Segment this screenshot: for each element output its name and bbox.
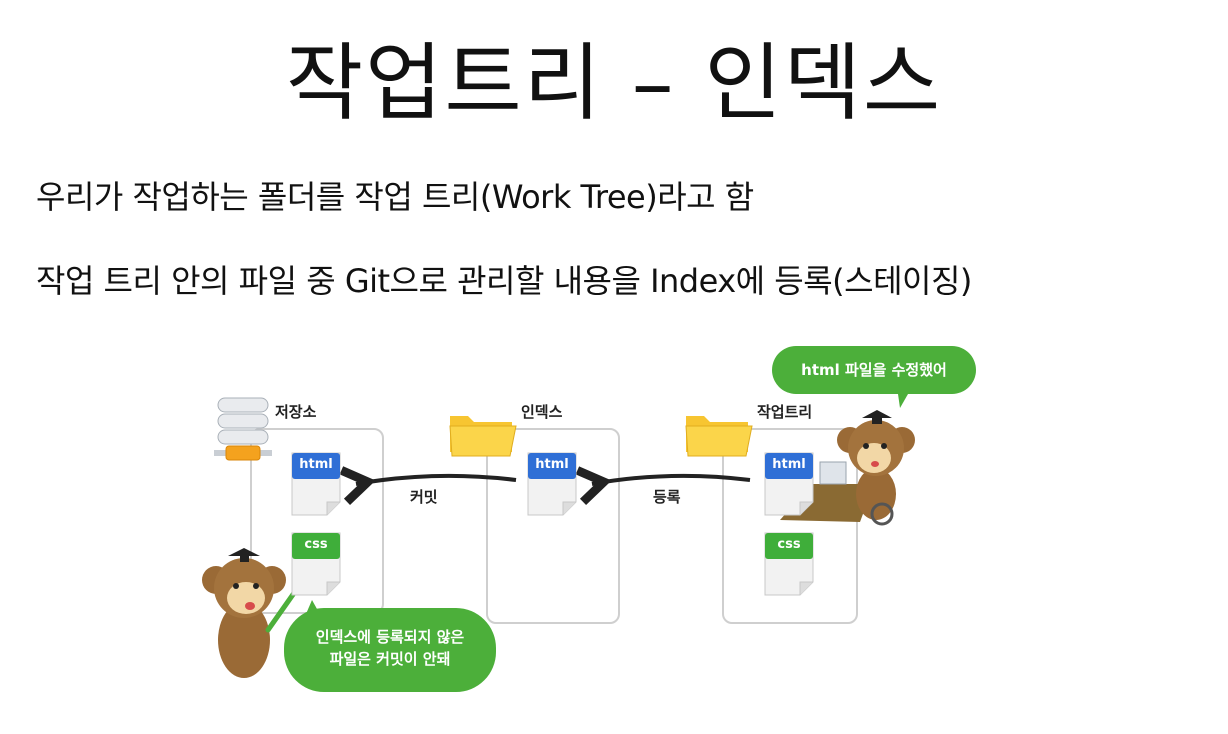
speech-bubble-top: html 파일을 수정했어	[772, 346, 976, 394]
css-file-label: css	[304, 537, 328, 552]
html-file-label: html	[772, 457, 806, 472]
commit-label: 커밋	[410, 488, 438, 506]
html-file-icon: html	[764, 452, 814, 516]
laptop-icon	[819, 461, 847, 485]
speech-bubble-bottom-line2: 파일은 커밋이 안돼	[329, 650, 451, 668]
slide-title: 작업트리 – 인덱스	[285, 34, 943, 132]
html-file-icon: html	[527, 452, 577, 516]
html-file-label: html	[299, 457, 333, 472]
html-file-label: html	[535, 457, 569, 472]
index-label: 인덱스	[521, 403, 563, 421]
commit-arrow	[339, 466, 517, 506]
desk	[780, 484, 874, 522]
monkey-top	[837, 410, 915, 526]
folder-icon	[449, 416, 517, 457]
repository-label: 저장소	[275, 403, 317, 421]
speech-bubble-bottom-line1: 인덱스에 등록되지 않은	[315, 628, 465, 646]
server-icon	[214, 397, 272, 461]
description-line-2: 작업 트리 안의 파일 중 Git으로 관리할 내용을 Index에 등록(스테…	[36, 262, 972, 300]
folder-icon	[685, 416, 753, 457]
register-arrow	[575, 466, 751, 506]
worktree-label: 작업트리	[757, 403, 813, 421]
css-file-label: css	[777, 537, 801, 552]
description-line-1: 우리가 작업하는 폴더를 작업 트리(Work Tree)라고 함	[36, 178, 754, 216]
monkey-bottom	[202, 548, 312, 678]
css-file-icon: css	[764, 532, 814, 596]
speech-bubble-bottom: 인덱스에 등록되지 않은 파일은 커밋이 안돼	[284, 608, 496, 692]
html-file-icon: html	[291, 452, 341, 516]
css-file-icon: css	[291, 532, 341, 596]
register-label: 등록	[653, 488, 681, 506]
